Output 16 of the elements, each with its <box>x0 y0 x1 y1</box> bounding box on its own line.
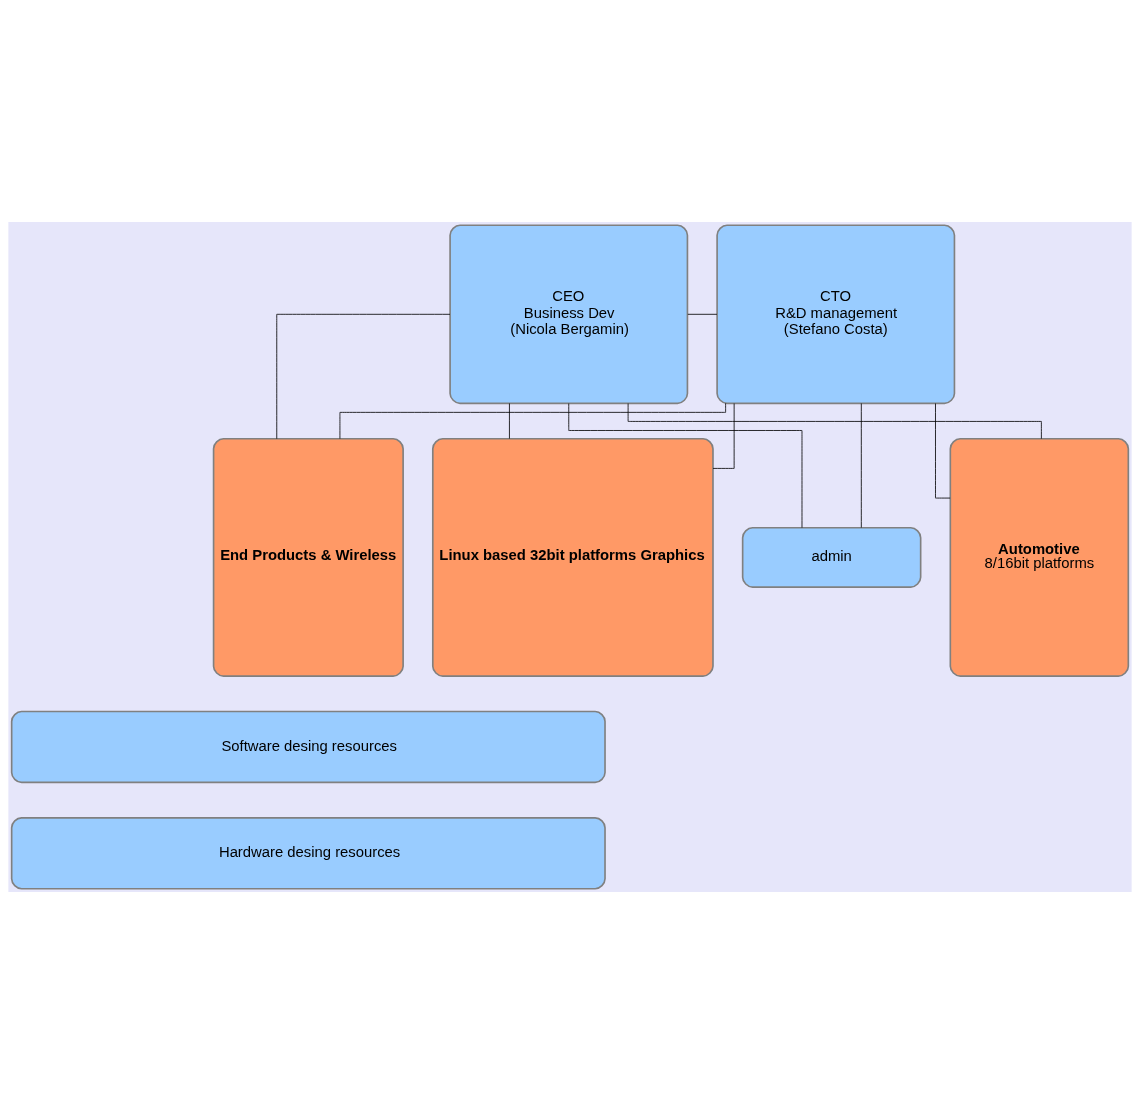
connector <box>509 402 510 439</box>
connector <box>860 402 862 528</box>
node-box: End Products & Wireless <box>212 437 404 677</box>
connector <box>687 313 718 315</box>
node-box: CTO R&D management (Stefano Costa) <box>716 223 956 404</box>
node-box: Hardware desing resources <box>10 816 606 890</box>
connector <box>712 402 735 469</box>
connector <box>627 402 1042 439</box>
node-box: Linux based 32bit platforms Graphics <box>431 437 714 677</box>
node-box: admin <box>741 526 922 588</box>
node-box: Software desing resources <box>10 710 606 783</box>
connector <box>568 402 803 528</box>
node-box: Automotive 8/16bit platforms <box>949 437 1130 677</box>
connector <box>276 313 451 439</box>
node-box: CEO Business Dev (Nicola Bergamin) <box>449 223 689 404</box>
connector <box>339 402 727 439</box>
